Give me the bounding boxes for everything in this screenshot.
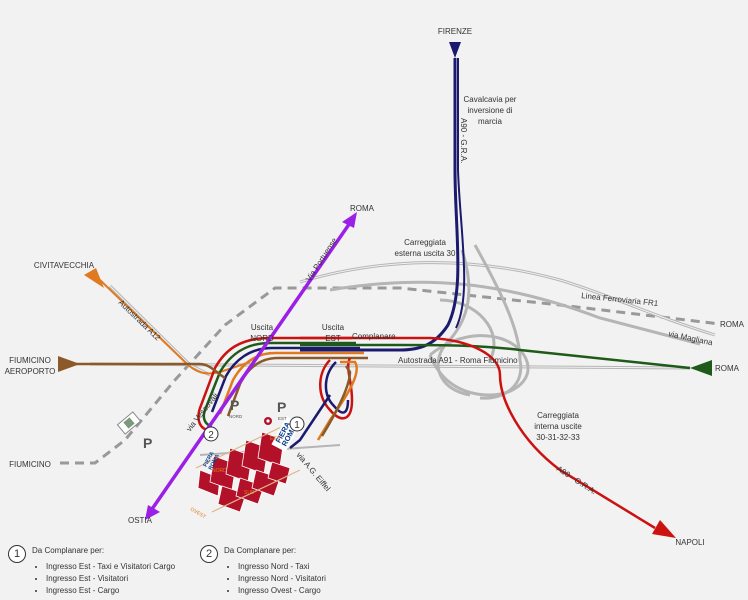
arrow-firenze — [449, 42, 461, 58]
legend-2-item: Ingresso Nord - Taxi — [238, 561, 326, 573]
note-uscita-nord-2: NORD — [250, 334, 274, 343]
legend-1-item: Ingresso Est - Cargo — [46, 585, 175, 597]
arrow-fiumicino-aeroporto — [58, 356, 80, 372]
legend-2-title: Da Complanare per: — [224, 546, 297, 555]
label-a12: Autostrada A12 — [117, 298, 163, 343]
arrow-civitavecchia — [84, 268, 104, 288]
label-complanare: Complanare — [352, 332, 396, 341]
ingresso-nord-label: NORD — [212, 468, 227, 474]
note-carr-interna-1: Carreggiata — [537, 411, 579, 420]
autostrada-a12 — [99, 279, 251, 375]
railway-fr1 — [60, 286, 721, 465]
gra-north — [300, 58, 460, 352]
ingresso-est-label: EST — [270, 436, 280, 442]
arrow-napoli — [652, 520, 676, 538]
note-carr-esterna-1: Carreggiata — [404, 238, 446, 247]
legend-1: 1 Da Complanare per: Ingresso Est - Taxi… — [8, 545, 175, 597]
svg-text:1: 1 — [294, 420, 300, 431]
svg-text:2: 2 — [208, 430, 214, 441]
label-fiumicino-aeroporto-1: FIUMICINO — [9, 356, 51, 365]
arrow-roma-east — [690, 360, 712, 376]
marker-1: 1 — [289, 416, 305, 432]
note-cavalcavia-2: inversione di — [468, 106, 513, 115]
legend-1-title: Da Complanare per: — [32, 546, 105, 555]
train-station-icon — [116, 411, 142, 435]
label-eiffel: via A.G. Eiffel — [294, 451, 332, 494]
parking-station: P — [143, 435, 152, 451]
note-carr-interna-3: 30-31-32-33 — [536, 433, 580, 442]
note-uscita-nord-1: Uscita — [251, 323, 274, 332]
route-from-roma-east — [300, 343, 691, 370]
parking-est-sub: EST — [278, 416, 287, 421]
ingresso-sud-label: SUD — [244, 490, 255, 496]
ingresso-ovest-label: OVEST — [189, 507, 207, 521]
legend-2: 2 Da Complanare per: Ingresso Nord - Tax… — [200, 545, 326, 597]
label-civitavecchia: CIVITAVECCHIA — [34, 261, 95, 270]
arrow-roma-north — [342, 212, 357, 228]
label-fiumicino-aeroporto-2: AEROPORTO — [5, 367, 56, 376]
label-roma-east: ROMA — [715, 364, 740, 373]
parking-nord: P — [230, 397, 239, 413]
legend-2-item: Ingresso Nord - Visitatori — [238, 573, 326, 585]
label-firenze: FIRENZE — [438, 27, 472, 36]
note-cavalcavia-1: Cavalcavia per — [464, 95, 517, 104]
marker-2: 2 — [203, 426, 219, 442]
route-from-napoli — [300, 336, 656, 530]
note-carr-interna-2: interna uscite — [534, 422, 582, 431]
note-cavalcavia-3: marcia — [478, 117, 503, 126]
arrow-ostia — [145, 505, 160, 520]
label-fiumicino: FIUMICINO — [9, 460, 51, 469]
label-gra-south: A90 - G.R.A. — [555, 464, 598, 496]
route-from-fiumicino-aeroporto — [60, 362, 226, 380]
legend-2-item: Ingresso Ovest - Cargo — [238, 585, 326, 597]
parking-nord-sub: NORD — [229, 414, 243, 419]
parking-est: P — [277, 399, 286, 415]
note-uscita-est-1: Uscita — [322, 323, 345, 332]
legend-2-number: 2 — [200, 545, 218, 563]
note-carr-esterna-2: esterna uscita 30 — [395, 249, 456, 258]
legend-1-item: Ingresso Est - Visitatori — [46, 573, 175, 585]
label-roma-north: ROMA — [350, 204, 375, 213]
label-gra-north: A90 - G.R.A. — [459, 118, 468, 163]
fiera-marker-icon — [264, 417, 272, 425]
legend-1-number: 1 — [8, 545, 26, 563]
label-fr1: Linea Ferroviaria FR1 — [581, 291, 659, 308]
label-a91: Autostrada A91 - Roma Fiumicino — [398, 356, 518, 365]
legend-1-item: Ingresso Est - Taxi e Visitatori Cargo — [46, 561, 175, 573]
complanare-loops — [197, 336, 368, 449]
label-napoli: NAPOLI — [675, 538, 704, 547]
note-uscita-est-2: EST — [325, 334, 341, 343]
via-portuense — [148, 219, 354, 513]
label-roma-ne: ROMA — [720, 320, 745, 329]
label-ostia: OSTIA — [128, 516, 153, 525]
